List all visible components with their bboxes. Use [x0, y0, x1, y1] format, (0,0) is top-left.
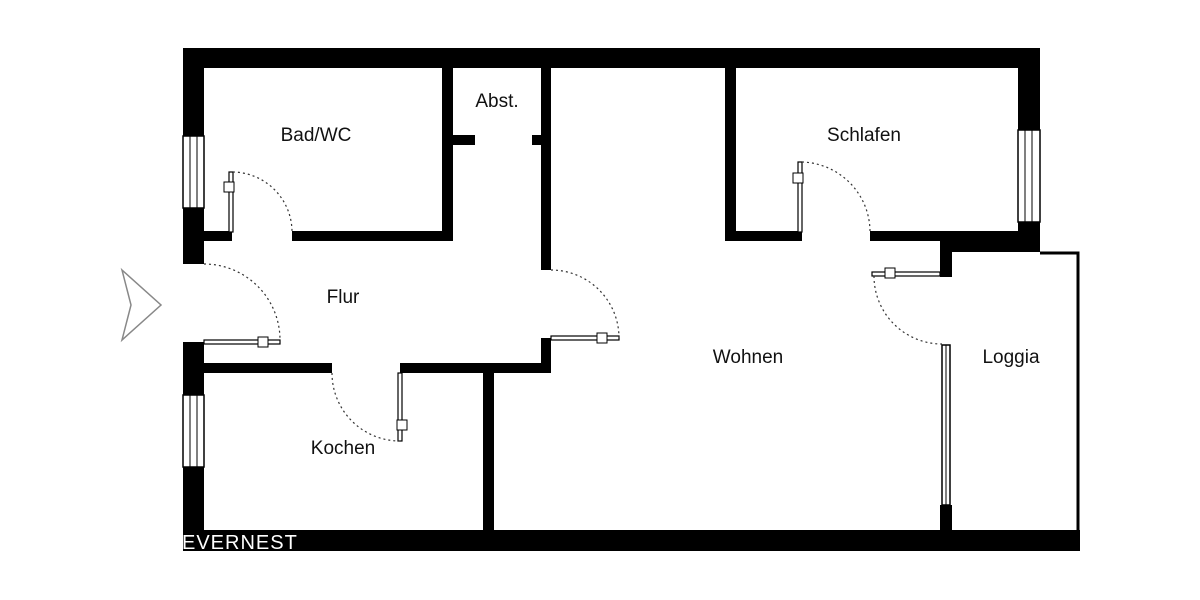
wall-loggia-left-upper — [940, 241, 952, 277]
brand-logo: EVERNEST — [182, 532, 298, 554]
door-kochen — [331, 372, 408, 442]
wall-abst-stub-right — [532, 135, 542, 145]
room-label-schlafen: Schlafen — [827, 125, 901, 146]
room-label-flur: Flur — [327, 287, 360, 308]
wall-schlafen-bottom-right — [870, 231, 1040, 241]
wall-schlafen-bottom-left — [725, 231, 802, 241]
wall-kitchen-right — [483, 363, 494, 531]
wall-abst-stub-left — [453, 135, 475, 145]
window-bad — [182, 135, 205, 209]
windows — [182, 129, 1041, 506]
room-label-wohnen: Wohnen — [713, 347, 783, 368]
wall-loggia-corner — [940, 241, 1040, 252]
door-bad — [223, 171, 293, 233]
door-schlafen — [792, 161, 871, 233]
window-schlafen — [1017, 129, 1041, 223]
wall-corridor-right-lower — [541, 338, 551, 373]
wall-bad-bottom-left — [204, 231, 232, 241]
wall-abst-right — [541, 68, 551, 270]
door-wohnen — [550, 269, 620, 344]
room-label-kochen: Kochen — [311, 438, 375, 459]
door-entrance — [203, 263, 281, 348]
entrance-arrow-icon — [120, 267, 163, 343]
window-kochen — [182, 394, 205, 468]
room-label-loggia: Loggia — [982, 347, 1039, 368]
room-label-abst: Abst. — [475, 91, 518, 112]
window-loggia-door — [941, 344, 951, 506]
room-label-bad-wc: Bad/WC — [281, 125, 352, 146]
wall-bad-right — [442, 68, 453, 241]
doors — [203, 161, 943, 442]
wall-flur-bottom-right — [400, 363, 551, 373]
wall-loggia-left-lower — [940, 505, 952, 531]
door-loggia — [871, 267, 943, 345]
loggia-outline — [1040, 251, 1080, 531]
wall-bad-bottom — [292, 231, 453, 241]
wall-flur-bottom-left — [204, 363, 332, 373]
wall-schlafen-left — [725, 68, 736, 241]
wall-top — [183, 48, 1040, 68]
wall-bottom — [183, 530, 1080, 551]
